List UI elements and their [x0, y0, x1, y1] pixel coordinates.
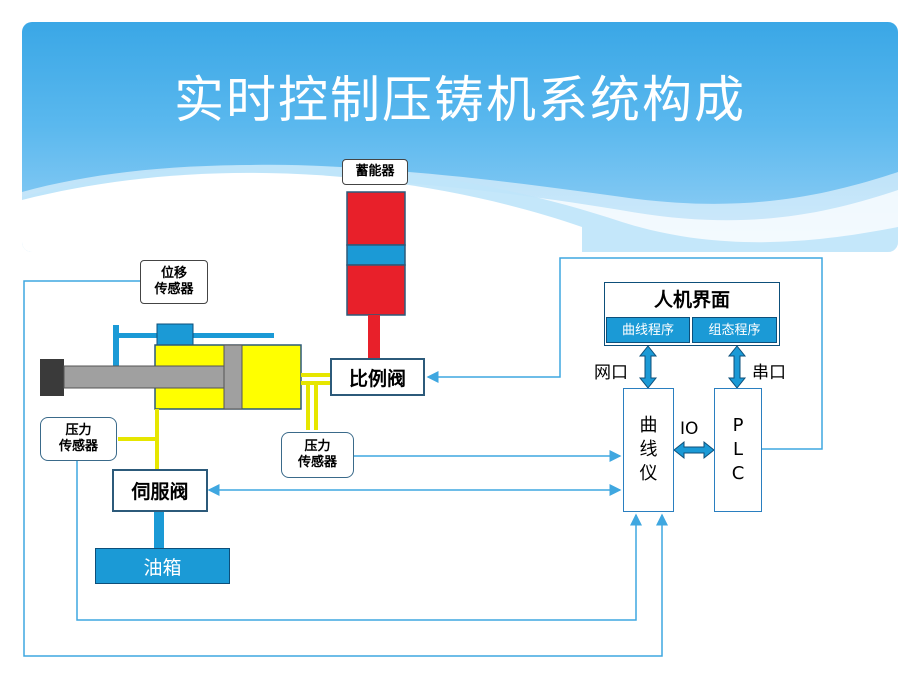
accumulator-label: 蓄能器: [342, 159, 408, 185]
config-program: 组态程序: [692, 317, 777, 343]
curve-program: 曲线程序: [606, 317, 690, 343]
oil-tank: 油箱: [95, 548, 230, 584]
hydraulic-pipes: [118, 373, 331, 469]
curve-instrument: 曲 线 仪: [623, 388, 674, 512]
servo-valve: 伺服阀: [112, 469, 208, 512]
displacement-sensor: 位移 传感器: [140, 260, 208, 304]
title-banner: [22, 22, 898, 252]
accumulator: [346, 191, 406, 360]
comm-arrows: [638, 345, 747, 460]
proportional-valve: 比例阀: [330, 358, 425, 396]
io-label: IO: [680, 419, 699, 439]
wave-decoration: [22, 164, 898, 252]
network-port-label: 网口: [594, 363, 628, 383]
signal-lines: [23, 257, 823, 657]
cylinder-assembly: [40, 323, 302, 410]
plc: P L C: [714, 388, 762, 512]
hmi-panel: 人机界面 曲线程序 组态程序: [604, 282, 780, 346]
tank-pipe: [154, 512, 164, 548]
hmi-title: 人机界面: [653, 289, 730, 311]
page-title: 实时控制压铸机系统构成: [174, 71, 746, 129]
pressure-sensor-left: 压力 传感器: [40, 417, 117, 461]
serial-port-label: 串口: [752, 363, 786, 383]
pressure-sensor-mid: 压力 传感器: [281, 432, 354, 478]
